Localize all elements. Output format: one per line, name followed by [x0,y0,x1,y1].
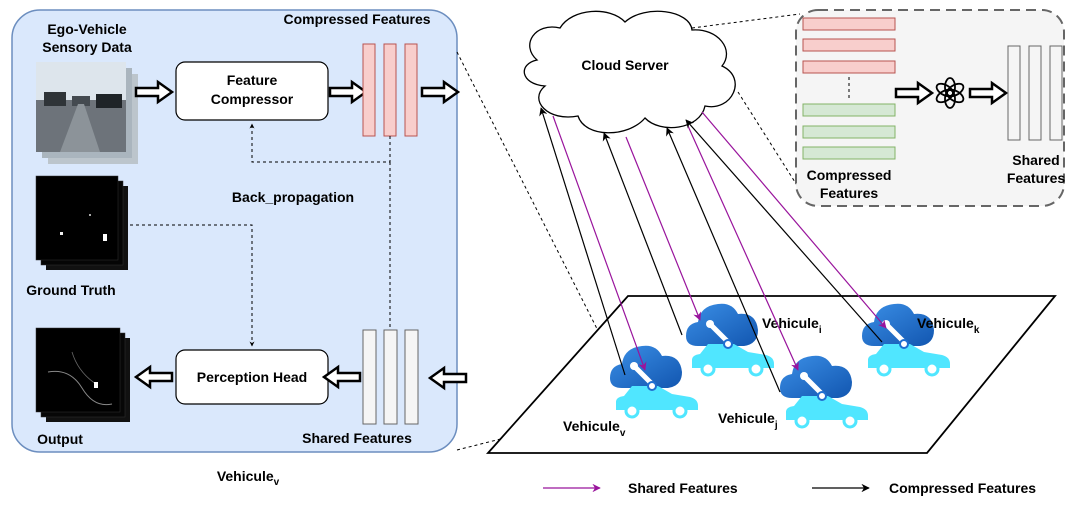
shared-arrow-k [701,111,887,329]
shared-arrow-i [625,136,702,321]
inset-compressed-line2: Features [820,185,879,201]
sensory-image [36,62,138,164]
vehicle-v-label: Vehiculev [563,418,626,439]
shared-features-bars [362,329,419,425]
ground-truth-label: Ground Truth [26,282,115,298]
compressed-arrow-k [685,119,883,343]
inset-shared-bars [1007,45,1063,141]
zoom-line-inset-top [691,13,801,29]
feature-compressor-line2: Compressor [211,91,294,107]
feature-compressor-box [175,61,329,121]
inset-shared-line1: Shared [1012,152,1059,168]
cloud-server-label: Cloud Server [581,57,669,73]
legend-compressed-label: Compressed Features [889,480,1036,496]
inset-compressed-line1: Compressed [807,167,892,183]
legend-shared-label: Shared Features [628,480,738,496]
ground-truth-image [35,175,128,270]
compressed-arrow-v [539,107,626,376]
output-label: Output [37,431,83,447]
feature-compressor-line1: Feature [227,72,278,88]
panel-vehicle-label: Vehiculev [217,468,280,488]
back-propagation-line [249,123,391,163]
compressed-arrow-i [602,132,683,336]
openai-logo-icon [935,77,965,109]
vehicle-j-label: Vehiculej [718,410,778,431]
compressed-features-bars [362,43,418,137]
back-propagation-label: Back_propagation [232,189,354,205]
output-image [35,327,130,422]
shared-arrow-j [687,125,799,371]
compressed-arrow-j [666,127,781,393]
vehicle-i-label: Vehiculei [762,315,822,336]
ground-truth-line [130,224,255,347]
inset-shared-line2: Features [1007,170,1066,186]
shared-features-title: Shared Features [302,430,412,446]
shared-arrow-v [552,115,647,371]
perception-head-label: Perception Head [197,369,307,385]
zoom-line-inset-bottom [737,91,801,191]
vehicle-k-label: Vehiculek [917,315,980,336]
ego-title-line2: Sensory Data [42,39,132,55]
inset-compressed-bars [802,17,896,160]
ego-title-line1: Ego-Vehicle [47,21,127,37]
compressed-features-title: Compressed Features [283,11,430,27]
